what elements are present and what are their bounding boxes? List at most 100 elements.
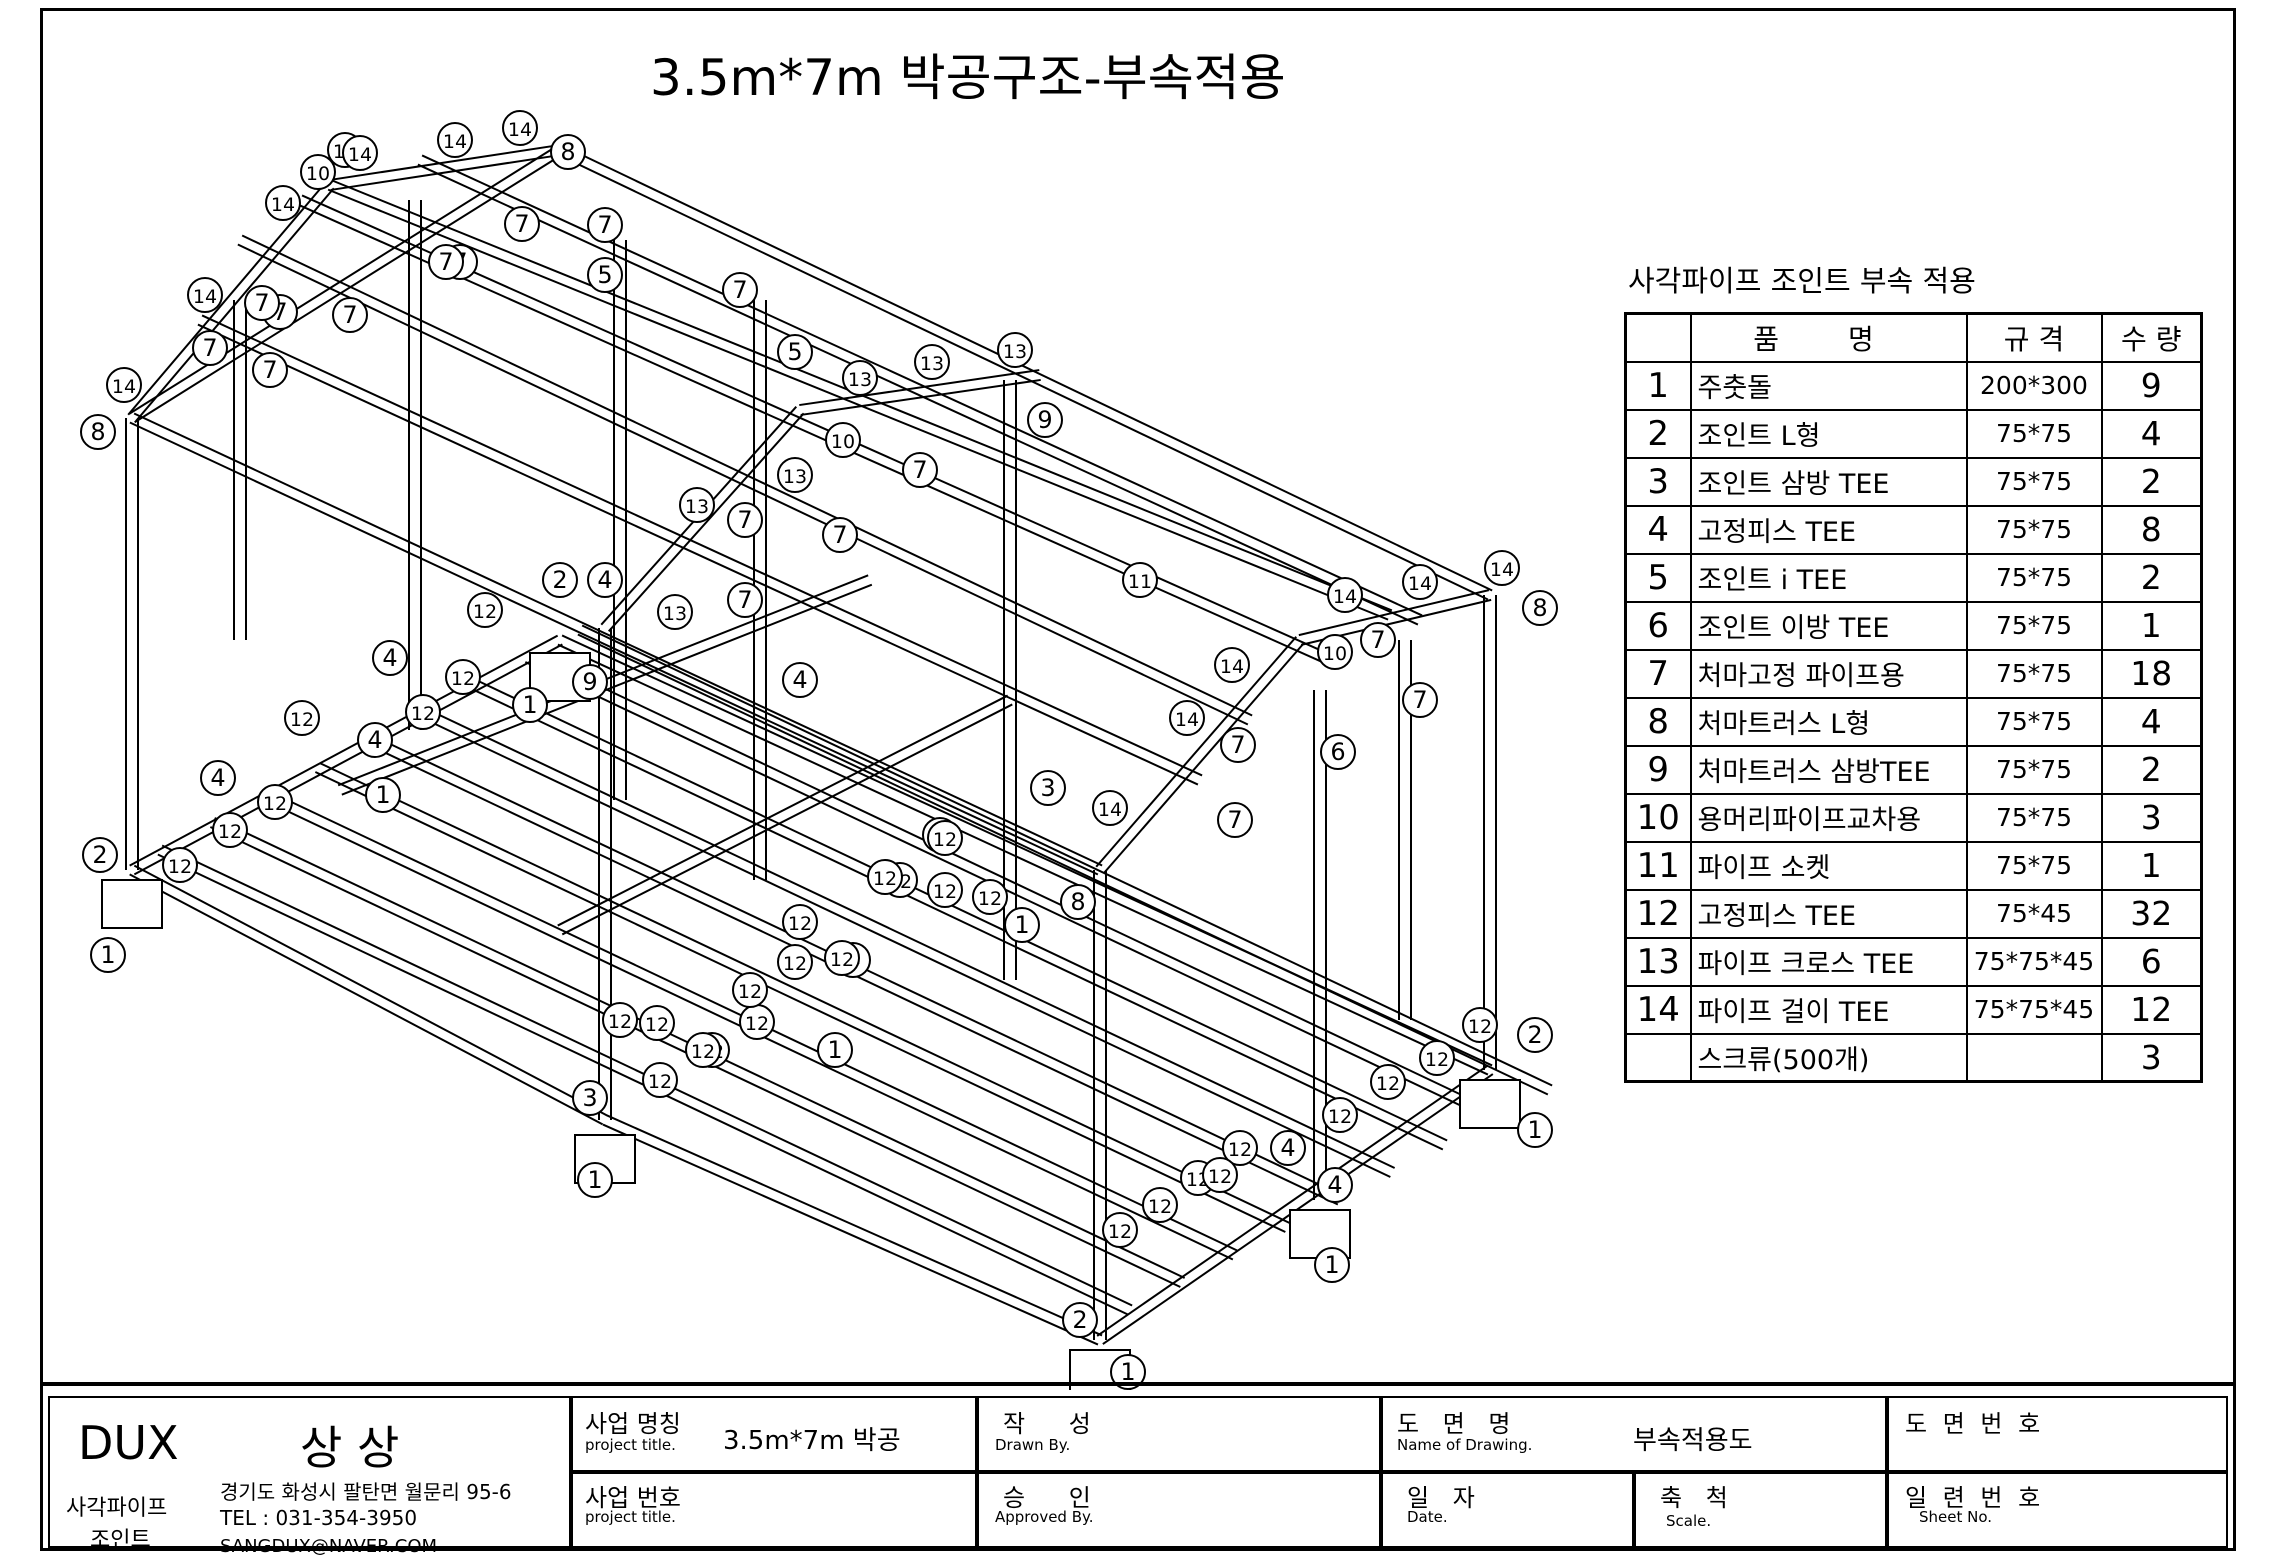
callout-bubble: 7 [244, 285, 280, 321]
part-name-cell: 처마트러스 L형 [1689, 696, 1968, 747]
callout-circle [727, 502, 763, 538]
callout-circle [927, 872, 963, 908]
callout-circle [1110, 1354, 1146, 1390]
callout-number: 9 [1037, 406, 1052, 434]
part-spec-cell: 75*75 [1965, 792, 2103, 843]
approved-by-label: 승 인 [1003, 1484, 1109, 1512]
approved-by-sublabel: Approved By. [995, 1508, 1094, 1526]
callout-number: 12 [1468, 1016, 1492, 1038]
callout-bubble: 7 [428, 244, 464, 280]
part-no-cell: 12 [1624, 888, 1692, 939]
callout-bubble: 11 [1122, 562, 1158, 598]
callout-bubble: 1 [90, 937, 126, 973]
callout-circle [1317, 634, 1353, 670]
callout-circle [602, 1002, 638, 1038]
callout-number: 12 [933, 829, 957, 851]
floor-joist [424, 707, 1396, 1169]
callout-bubble: 7 [822, 517, 858, 553]
callout-bubble: 7 [192, 330, 228, 366]
callout-bubble: 3 [572, 1080, 608, 1116]
floor-joist [314, 771, 1286, 1233]
callout-circle [722, 272, 758, 308]
drawing-name-label: 도 면 명 [1397, 1410, 1519, 1438]
callout-circle [1517, 1112, 1553, 1148]
callout-circle [1517, 1017, 1553, 1053]
callout-bubble: 7 [727, 582, 763, 618]
callout-bubble: 7 [504, 206, 540, 242]
callout-number: 14 [1333, 586, 1357, 608]
callout-number: 8 [1070, 888, 1085, 916]
callout-bubble: 12 [972, 879, 1008, 915]
callout-bubble: 6 [1320, 734, 1356, 770]
part-no-cell: 7 [1624, 648, 1692, 699]
floor-joist [529, 652, 1501, 1114]
roof-ridge [327, 188, 1389, 621]
part-spec-cell: 75*75 [1965, 456, 2103, 507]
callout-bubble: 12 [284, 700, 320, 736]
callout-circle [1317, 1167, 1353, 1203]
date-cell: 일 자 Date. [1381, 1472, 1634, 1548]
callout-circle [1214, 647, 1250, 683]
callout-number: 12 [608, 1011, 632, 1033]
callout-circle [542, 562, 578, 598]
part-spec-cell: 75*75 [1965, 648, 2103, 699]
callout-bubble: 7 [332, 297, 368, 333]
callout-circle [1360, 622, 1396, 658]
floor-cross-beam [561, 703, 1013, 936]
part-spec-cell: 75*45 [1965, 888, 2103, 939]
base-beam-back [557, 643, 1489, 1076]
callout-number: 7 [514, 210, 529, 238]
callout-number: 12 [263, 793, 287, 815]
callout-bubble: 7 [1220, 727, 1256, 763]
callout-bubble: 12 [445, 659, 481, 695]
callout-number: 1 [827, 1036, 842, 1064]
parts-table-caption: 사각파이프 조인트 부속 적용 [1628, 264, 1976, 298]
callout-bubble: 10 [1317, 634, 1353, 670]
callout-number: 12 [873, 868, 897, 890]
callout-number: 11 [1128, 571, 1152, 593]
floor-cross-beam [341, 583, 873, 796]
callout-number: 14 [1408, 573, 1432, 595]
callout-circle [577, 1162, 613, 1198]
part-name-cell: 처마트러스 삼방TEE [1689, 744, 1968, 795]
callout-number: 14 [1175, 709, 1199, 731]
callout-number: 12 [1425, 1049, 1449, 1071]
callout-bubble: 13 [842, 360, 878, 396]
part-qty-cell: 2 [2100, 744, 2203, 795]
callout-circle [842, 360, 878, 396]
callout-number: 12 [1376, 1073, 1400, 1095]
purlin-2 [237, 243, 1249, 726]
part-name-cell: 파이프 걸이 TEE [1689, 984, 1968, 1035]
rafter-right-front [1103, 642, 1305, 874]
callout-circle [1004, 907, 1040, 943]
project-name-cell: 사업 명칭 project title. 3.5m*7m 박공 [571, 1396, 977, 1472]
callout-circle [437, 122, 473, 158]
callout-number: 2 [552, 566, 567, 594]
part-name-cell: 용머리파이프교차용 [1689, 792, 1968, 843]
callout-bubble: 4 [782, 662, 818, 698]
callout-number: 7 [1370, 626, 1385, 654]
part-qty-cell: 4 [2100, 696, 2203, 747]
callout-circle [504, 206, 540, 242]
callout-bubble: 2 [1062, 1302, 1098, 1338]
callout-bubble: 7 [1360, 622, 1396, 658]
callout-bubble: 12 [642, 1062, 678, 1098]
footing-stone [1459, 1079, 1521, 1129]
callout-circle [1462, 1007, 1498, 1043]
part-name-cell: 스크류(500개) [1689, 1032, 1968, 1083]
callout-circle [1169, 700, 1205, 736]
callout-number: 1 [587, 1166, 602, 1194]
callout-circle [1217, 802, 1253, 838]
eave-beam-back [557, 153, 1489, 601]
floor-cross-beam [557, 694, 1009, 927]
callout-bubble: 9 [1027, 402, 1063, 438]
callout-circle [572, 1080, 608, 1116]
header-no-cell [1624, 312, 1692, 363]
floor-joist [319, 762, 1291, 1224]
callout-number: 4 [210, 764, 225, 792]
